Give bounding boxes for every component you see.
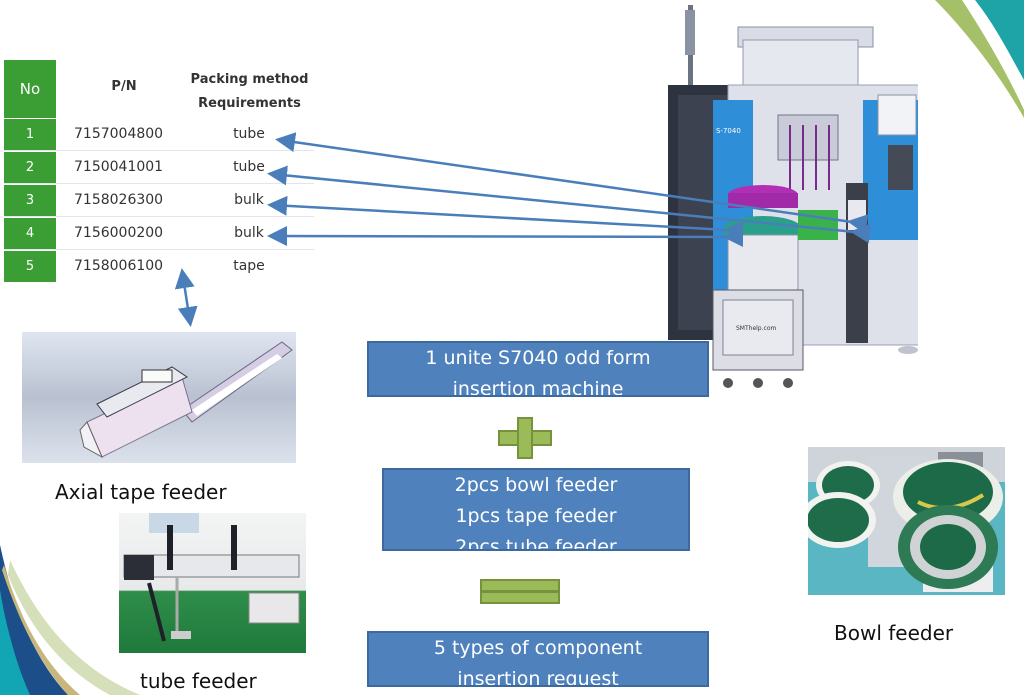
cell-no: 2 xyxy=(4,152,56,183)
arrow-row4-to-bowl-feeder xyxy=(267,226,744,248)
result-box-line2: insertion request xyxy=(457,668,619,687)
bowl-feeder-caption: Bowl feeder xyxy=(834,621,954,645)
plus-icon xyxy=(498,417,552,459)
tube-feeder-image xyxy=(119,513,306,653)
cell-pn: 7156000200 xyxy=(74,225,164,241)
feeders-box-line3: 2pcs tube feeder xyxy=(455,536,617,551)
machine-brand-label: SMThelp.com xyxy=(736,325,776,332)
equals-icon xyxy=(480,579,560,605)
table-row: 2 7150041001 tube xyxy=(4,151,314,184)
table-row: 5 7158006100 tape xyxy=(4,250,314,283)
arrow-row2-to-tube-feeder xyxy=(267,165,871,244)
cell-no: 1 xyxy=(4,119,56,150)
cell-pn: 7158026300 xyxy=(74,192,164,208)
header-packing-line1: Packing method xyxy=(190,72,309,87)
table-row: 3 7158026300 bulk xyxy=(4,184,314,217)
header-packing-line2: Requirements xyxy=(198,96,301,111)
arrow-row5-to-tape-feeder xyxy=(174,268,198,327)
cell-pn: 7150041001 xyxy=(74,159,164,175)
cell-pn: 7157004800 xyxy=(74,126,164,142)
machine-model-label: S-7040 xyxy=(716,127,741,135)
cell-no: 4 xyxy=(4,218,56,249)
axial-tape-feeder-image xyxy=(22,332,296,463)
cell-pn: 7158006100 xyxy=(74,258,164,274)
header-no: No xyxy=(4,60,56,118)
feeders-box-line2: 1pcs tape feeder xyxy=(455,505,617,527)
cell-packing: bulk xyxy=(234,192,264,208)
result-box: 5 types of component insertion request xyxy=(367,631,709,687)
bowl-feeder-image xyxy=(808,447,1005,595)
parts-table: No P/N Packing method Requirements 1 715… xyxy=(4,60,314,283)
cell-packing: tube xyxy=(233,159,265,175)
table-row: 4 7156000200 bulk xyxy=(4,217,314,250)
header-pn: P/N xyxy=(111,79,137,94)
header-packing: Packing method Requirements xyxy=(182,68,317,116)
cell-packing: tube xyxy=(233,126,265,142)
machine-box-line1: 1 unite S7040 odd form xyxy=(425,347,651,369)
cell-packing: tape xyxy=(233,258,265,274)
table-row: 1 7157004800 tube xyxy=(4,118,314,151)
axial-tape-feeder-caption: Axial tape feeder xyxy=(55,480,227,504)
machine-box-line2: insertion machine xyxy=(452,378,624,397)
machine-box: 1 unite S7040 odd form insertion machine xyxy=(367,341,709,397)
table-header: No P/N Packing method Requirements xyxy=(4,60,314,118)
result-box-line1: 5 types of component xyxy=(433,637,643,659)
cell-no: 5 xyxy=(4,251,56,282)
arrow-row3-to-bowl-feeder xyxy=(267,195,744,241)
cell-no: 3 xyxy=(4,185,56,216)
cell-packing: bulk xyxy=(234,225,264,241)
feeders-box: 2pcs bowl feeder 1pcs tape feeder 2pcs t… xyxy=(382,468,690,551)
tube-feeder-caption: tube feeder xyxy=(140,669,257,693)
feeders-box-line1: 2pcs bowl feeder xyxy=(454,474,618,496)
